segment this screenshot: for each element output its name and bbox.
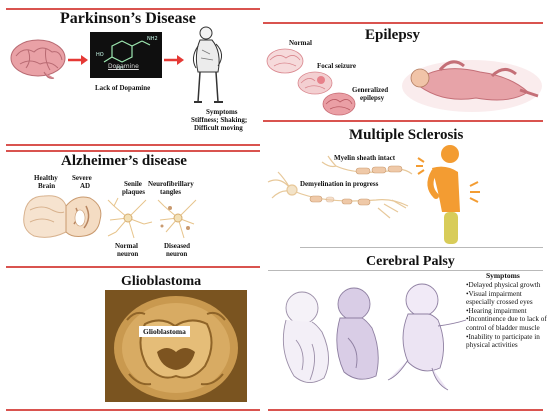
cp-symptoms-list: Delayed physical growth Visual impairmen… [466, 281, 548, 350]
neuron-myelin-illustration [267, 155, 413, 219]
lack-dopamine-caption: Lack of Dopamine [95, 84, 151, 92]
cp-symptom-item: Inability to participate in physical act… [466, 333, 548, 350]
generalized-epilepsy-brain-icon [322, 92, 356, 116]
senile-label-1: Senile [124, 180, 142, 188]
cerebral-palsy-title: Cerebral Palsy [366, 254, 455, 269]
cp-symptom-item: Delayed physical growth [466, 281, 548, 290]
severe-label-2: AD [80, 182, 91, 190]
glioblastoma-scan-image: Glioblastoma [105, 290, 247, 402]
epilepsy-top-rule [263, 22, 543, 24]
cp-symptom-item: Hearing impairment [466, 307, 548, 316]
parkinsons-top-rule [6, 8, 260, 10]
svg-text:OH: OH [116, 66, 124, 72]
cp-symptom-item: Incontinence due to lack of control of b… [466, 315, 548, 332]
cerebral-palsy-bottom-rule [268, 409, 543, 411]
alzheimers-title: Alzheimer’s disease [61, 153, 187, 169]
dopamine-molecule-panel: NH2 HO OH Dopamine [90, 32, 162, 78]
cerebral-palsy-rule [268, 270, 543, 271]
epilepsy-focal-label: Focal seizure [317, 62, 356, 70]
healthy-vs-ad-brain-illustration [23, 195, 102, 238]
alzheimers-top-rule [6, 150, 260, 152]
normal-neuron-label-1: Normal [115, 242, 138, 250]
arrow-icon [68, 55, 88, 65]
epilepsy-generalized-label1: Generalized [352, 86, 389, 94]
normal-neuron-label-2: neuron [117, 250, 139, 258]
infant-development-illustration [282, 283, 467, 391]
epilepsy-bottom-rule [263, 120, 543, 122]
tangles-label-1: Neurofibrillary [148, 180, 194, 188]
dopamine-molecule-icon: NH2 HO OH [96, 36, 158, 72]
glioblastoma-bottom-rule [6, 409, 260, 411]
parkinsons-title: Parkinson’s Disease [60, 10, 196, 27]
svg-text:HO: HO [96, 52, 104, 58]
parkinsons-symptoms-line1: Stiffness; Shaking; [191, 116, 248, 124]
focal-seizure-brain-icon [297, 71, 333, 95]
epilepsy-title: Epilepsy [365, 27, 421, 43]
parkinsons-symptoms-heading: Symptoms [206, 108, 238, 116]
brain-scan-illustration [105, 290, 247, 402]
diseased-neuron-label-2: neuron [166, 250, 188, 258]
alzheimers-bottom-rule [6, 266, 260, 268]
epilepsy-normal-label: Normal [289, 39, 312, 47]
demyelination-label: Demyelination in progress [300, 180, 379, 188]
parkinsons-bottom-rule [6, 144, 260, 146]
ms-person-icon [416, 145, 480, 244]
seizure-patient-illustration [402, 60, 542, 112]
myelin-intact-label: Myelin sheath intact [334, 154, 396, 162]
healthy-label-2: Brain [38, 182, 56, 190]
healthy-label-1: Healthy [34, 174, 58, 182]
neuron-comparison-illustration [107, 197, 197, 239]
stooped-man-illustration [192, 26, 223, 103]
epilepsy-generalized-label2: epilepsy [360, 94, 385, 102]
molecule-label: Dopamine [108, 63, 139, 70]
arrow-icon [164, 55, 184, 65]
senile-label-2: plaques [122, 188, 145, 196]
glioblastoma-tumor-label: Glioblastoma [139, 326, 190, 337]
parkinsons-symptoms-line2: Difficult moving [194, 124, 243, 132]
normal-brain-icon [266, 48, 304, 74]
brain-illustration [10, 39, 66, 79]
cp-symptoms-heading: Symptoms [486, 271, 520, 280]
tangles-label-2: tangles [160, 188, 181, 196]
cp-symptom-item: Visual impairment especially crossed eye… [466, 290, 548, 307]
glioblastoma-title: Glioblastoma [121, 274, 202, 289]
diseased-neuron-label-1: Diseased [164, 242, 191, 250]
severe-label-1: Severe [72, 174, 92, 182]
ms-title: Multiple Sclerosis [349, 127, 464, 143]
svg-text:NH2: NH2 [147, 36, 158, 42]
ms-bottom-rule [300, 247, 543, 248]
